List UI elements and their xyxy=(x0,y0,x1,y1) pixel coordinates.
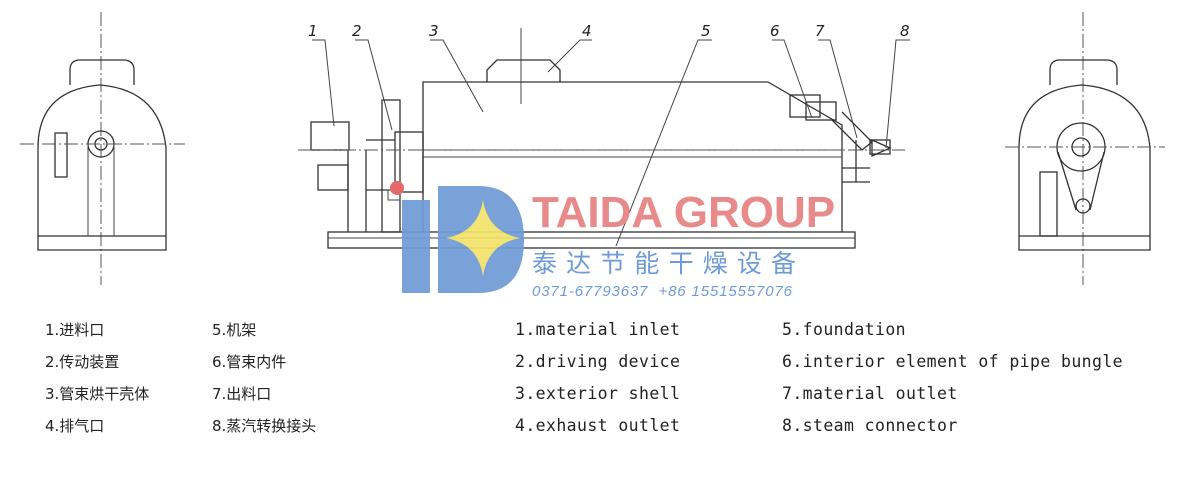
legend-item: 2.driving device xyxy=(515,352,681,371)
callout-4: 4 xyxy=(582,22,592,40)
taida-logo xyxy=(402,186,524,293)
watermark-chinese-name: 泰达节能干燥设备 xyxy=(532,249,796,278)
left-end-view xyxy=(20,12,185,285)
legend-item: 8.steam connector xyxy=(782,416,958,435)
legend-en-left: 1.material inlet 2.driving device 3.exte… xyxy=(515,316,680,444)
legend-item: 5.机架 xyxy=(212,321,257,339)
logo-star-shape xyxy=(446,200,520,276)
legend-item: 2.传动装置 xyxy=(45,353,120,371)
callout-2: 2 xyxy=(352,22,362,40)
callout-8: 8 xyxy=(900,22,910,40)
watermark-phones: 0371-67793637 +86 15515557076 xyxy=(532,283,793,300)
legend-item: 7.出料口 xyxy=(212,385,272,403)
legend-item: 4.排气口 xyxy=(45,417,105,435)
legend-item: 3.管束烘干壳体 xyxy=(45,385,150,403)
right-end-view xyxy=(1005,12,1165,285)
callout-1: 1 xyxy=(308,22,318,40)
legend-item: 4.exhaust outlet xyxy=(515,416,681,435)
callout-numbers: 1 2 3 4 5 6 7 8 xyxy=(308,22,910,40)
callout-7: 7 xyxy=(815,22,825,40)
logo-bar-shape xyxy=(402,200,430,293)
legend-item: 1.进料口 xyxy=(45,321,105,339)
watermark-brand: TAIDA GROUP xyxy=(532,188,835,237)
callout-leaders xyxy=(312,39,910,247)
callout-6: 6 xyxy=(770,22,780,40)
legend-item: 3.exterior shell xyxy=(515,384,681,403)
legend-item: 5.foundation xyxy=(782,320,907,339)
legend-item: 8.蒸汽转换接头 xyxy=(212,417,317,435)
legend-cn-left: 1.进料口 2.传动装置 3.管束烘干壳体 4.排气口 xyxy=(45,316,149,444)
legend-item: 6.管束内件 xyxy=(212,353,287,371)
callout-5: 5 xyxy=(701,22,711,40)
legend-cn-right: 5.机架 6.管束内件 7.出料口 8.蒸汽转换接头 xyxy=(212,316,316,444)
legend-item: 7.material outlet xyxy=(782,384,958,403)
callout-3: 3 xyxy=(429,22,439,40)
legend-item: 1.material inlet xyxy=(515,320,681,339)
legend-item: 6.interior element of pipe bungle xyxy=(782,352,1124,371)
main-side-view xyxy=(298,28,905,249)
legend-en-right: 5.foundation 6.interior element of pipe … xyxy=(782,316,1123,444)
